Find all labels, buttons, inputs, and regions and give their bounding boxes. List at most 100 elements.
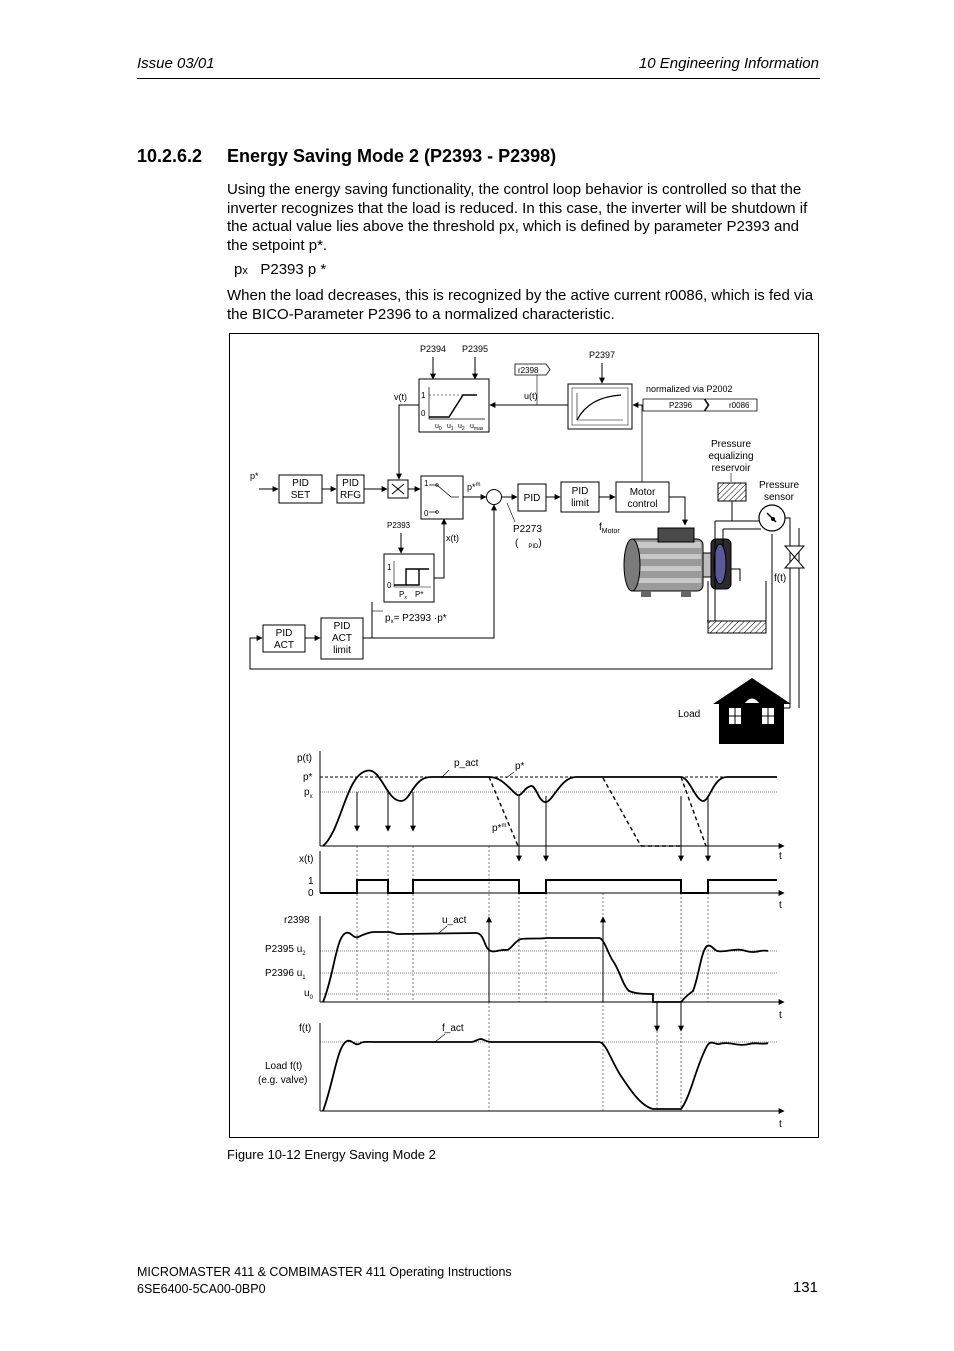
pid-act-limit-label-1: PID [334,621,351,632]
r2398-label: r2398 [518,366,539,375]
pstar-m-label: p*m [467,482,481,492]
pstar-input-label: p* [250,471,259,481]
u1-axis-label: u1 [447,423,454,432]
p2393-label: P2393 [387,521,411,530]
footer-line-2: 6SE6400-5CA00-0BP0 [137,1282,266,1296]
r0086-label: r0086 [729,401,750,410]
timing-load-ft-label-2: (e.g. valve) [258,1075,307,1086]
switch-zero: 0 [424,509,429,518]
summing-junction [486,489,502,505]
pid-act-label-1: PID [276,628,293,639]
xt-diagram-label: x(t) [446,533,459,543]
p-act-label: p_act [454,758,479,769]
vt-box-one: 1 [421,391,426,400]
fmotor-label: fMotor [599,522,620,535]
pid-rfg-label-2: RFG [340,490,361,501]
vt-box-zero: 0 [421,409,426,418]
paragraph-1: Using the energy saving functionality, t… [227,181,822,255]
formula-sub: x [242,265,248,277]
sensor-label-1: Pressure [759,480,799,491]
u2-axis-label: u2 [458,423,465,432]
timing-pt-label: p(t) [297,753,312,764]
normalized-label: normalized via P2002 [646,384,733,394]
motor-pump-graphic [623,527,732,597]
umax-axis-label: umax [470,423,484,432]
timing-p2396-label: P2396 u1 [265,968,306,981]
p2273-label: P2273 [513,524,542,535]
header-chapter: 10 Engineering Information [638,55,819,72]
reservoir-label-3: reservoir [712,463,752,474]
timing-u0-label: u0 [304,988,314,1001]
header-issue: Issue 03/01 [137,55,215,72]
pid-rfg-label-1: PID [342,478,359,489]
section-title: Energy Saving Mode 2 (P2393 - P2398) [227,146,557,166]
pid-act-block [262,624,306,653]
r0086-tag [704,398,758,412]
energy-saving-diagram: P2394 P2395 1 0 u0 u1 u2 umax v(t) r2398… [249,344,806,1130]
vt-characteristic-box [418,378,490,433]
timing-zero-label: 0 [308,888,314,899]
timing-t-label-3: t [779,1010,782,1021]
timing-ft-label: f(t) [299,1023,311,1034]
figure-frame: P2394 P2395 1 0 u0 u1 u2 umax v(t) r2398… [229,333,819,1138]
u-act-label: u_act [442,915,467,926]
figure-caption: Figure 10-12 Energy Saving Mode 2 [227,1147,436,1162]
formula-p: p [234,261,243,278]
hyst-pstar-label: P* [415,590,423,599]
ut-label: u(t) [524,391,538,401]
timing-r2398-label: r2398 [284,915,310,926]
pid-act-limit-label-3: limit [333,645,351,656]
reservoir-label-2: equalizing [708,451,753,462]
ft-diagram-label: f(t) [774,573,786,584]
normalize-box [567,383,633,430]
threshold-formula: px P2393 p * [234,261,326,278]
timing-load-ft-label-1: Load f(t) [265,1061,302,1072]
timing-charts: p(t) p* px p_act p* p*m t x(t) 1 0 t r23… [258,751,785,1130]
p2397-label: P2397 [589,350,615,360]
paragraph-1-text: Using the energy saving functionality, t… [227,181,808,254]
p2395-label: P2395 [462,344,488,354]
pid-limit-label-1: PID [572,486,589,497]
pstar-curve-label: p* [515,761,525,772]
header-rule [137,78,820,79]
house-icon [713,678,791,744]
hysteresis-box [383,553,435,603]
pressure-reservoir [717,482,747,502]
pid-rfg-block [336,474,365,504]
timing-xt-label: x(t) [299,854,313,865]
u0-axis-label: u0 [435,423,442,432]
timing-t-label-1: t [779,851,782,862]
p2396-tag [642,398,709,412]
paragraph-2-text: When the load decreases, this is recogni… [227,287,814,323]
valve-top [783,545,806,558]
hyst-px-label: Px [399,590,407,601]
motor-control-block [615,481,670,513]
motor-control-label-1: Motor [630,487,656,498]
f-act-label: f_act [442,1023,464,1034]
paragraph-2: When the load decreases, this is recogni… [227,287,822,324]
p2396-label: P2396 [669,401,693,410]
pid-limit-block [560,481,600,513]
switch-one: 1 [424,479,429,488]
timing-t-label-4: t [779,1119,782,1130]
pid-set-label-2: SET [291,490,310,501]
switch-block [420,475,464,520]
pid-limit-label-2: limit [571,498,589,509]
page-number: 131 [792,1279,818,1296]
reservoir-label-1: Pressure [711,439,751,450]
timing-t-label-2: t [779,900,782,911]
p2394-label: P2394 [420,344,446,354]
pid-set-label-1: PID [292,478,309,489]
hyst-zero: 0 [387,581,392,590]
formula-rest: P2393 p * [260,261,327,278]
valve-bottom [783,556,806,569]
section-number: 10.2.6.2 [137,146,203,166]
motor-control-label-2: control [627,499,657,510]
vt-label: v(t) [394,392,407,402]
px-equation: px= P2393 ·p* [385,613,447,625]
footer-line-1: MICROMASTER 411 & COMBIMASTER 411 Operat… [137,1265,512,1279]
water-tank [707,620,767,634]
timing-px-label: px [304,787,313,800]
hyst-one: 1 [387,563,392,572]
pstarm-curve-label: p*m [492,823,506,834]
